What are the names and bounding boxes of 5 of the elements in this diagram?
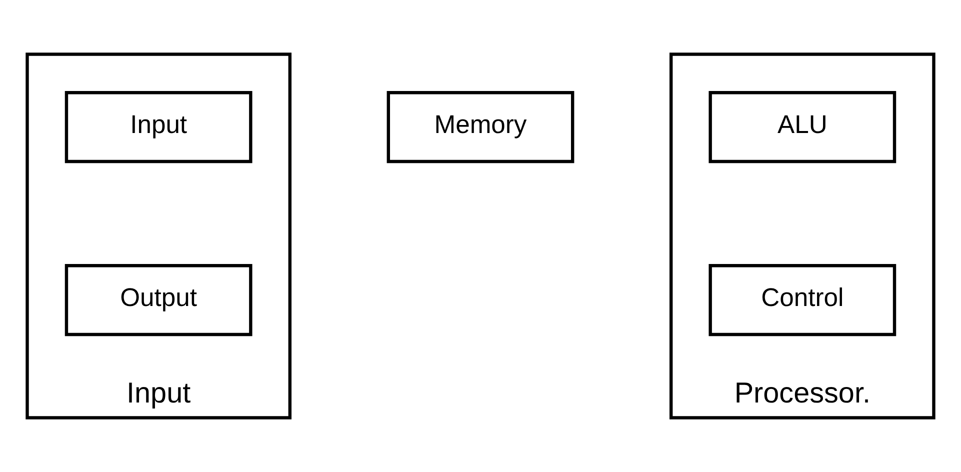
node-box: ALU (708, 91, 896, 164)
node-box: Output (64, 264, 252, 336)
node-box: Input (64, 91, 252, 164)
node-box: Control (708, 264, 896, 336)
node-box: Memory (386, 91, 574, 164)
